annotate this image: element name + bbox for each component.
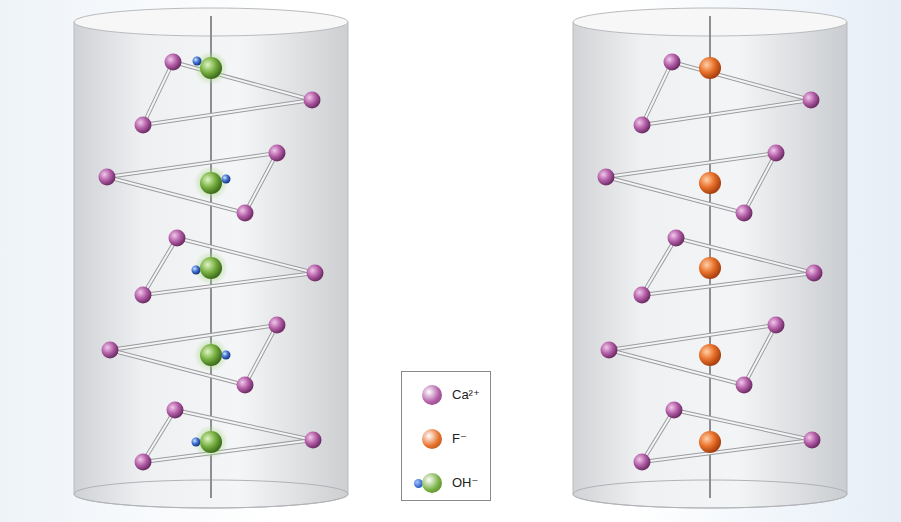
- legend-swatch: [422, 429, 442, 449]
- legend-swatch: [422, 385, 442, 405]
- legend-entry: F⁻: [402, 424, 490, 454]
- legend-label: F⁻: [452, 431, 467, 446]
- hydroxyapatite-column: [74, 8, 348, 508]
- legend-swatch: [422, 473, 442, 493]
- legend-label: Ca²⁺: [452, 387, 480, 402]
- fluorapatite-column: [573, 8, 847, 508]
- legend-label: OH⁻: [452, 475, 478, 490]
- legend-entry: OH⁻: [402, 468, 490, 498]
- legend-box: Ca²⁺ F⁻ OH⁻: [401, 371, 491, 501]
- legend-entry: Ca²⁺: [402, 380, 490, 410]
